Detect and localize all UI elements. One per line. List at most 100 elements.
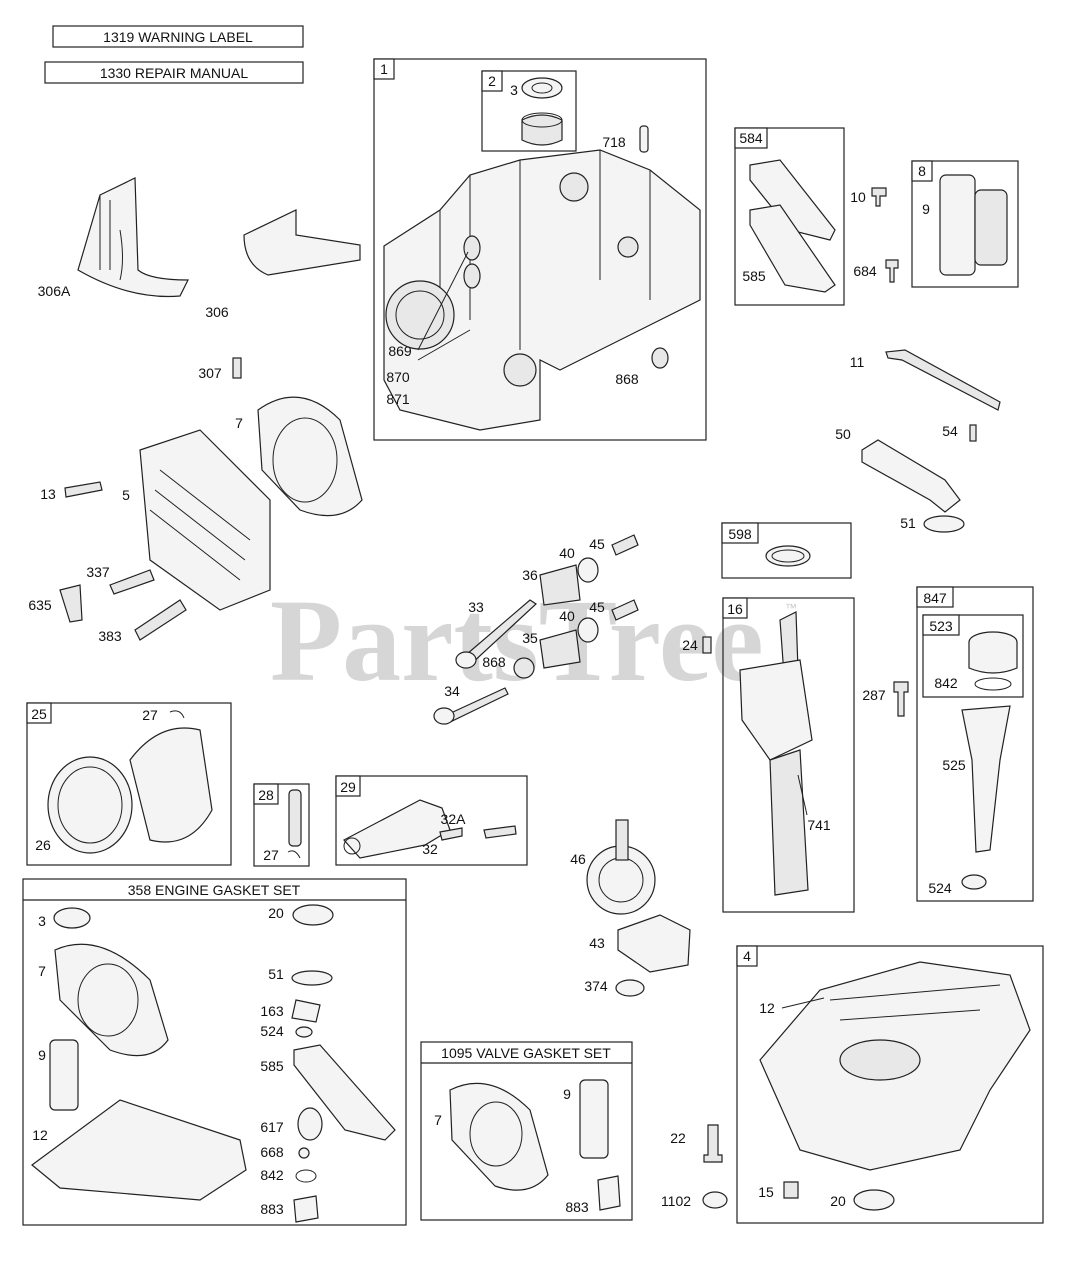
part-842-label: 842 — [934, 675, 958, 691]
part-883a-label: 883 — [260, 1201, 284, 1217]
part-684-label: 684 — [853, 263, 877, 279]
clip-383-part — [134, 599, 187, 641]
group-598-tag: 598 — [728, 526, 752, 542]
part-718-label: 718 — [602, 134, 626, 150]
key-24-part — [702, 636, 712, 654]
part-51b-label: 51 — [268, 966, 284, 982]
repair-manual-title: 1330 REPAIR MANUAL — [100, 65, 249, 81]
screw-32-part — [439, 827, 463, 841]
part-287-label: 287 — [862, 687, 886, 703]
group-523-tag: 523 — [929, 618, 953, 634]
group-28-tag: 28 — [258, 787, 274, 803]
part-585b-label: 585 — [260, 1058, 284, 1074]
valve-cover-part — [974, 189, 1008, 266]
warning-label-title: 1319 WARNING LABEL — [103, 29, 253, 45]
group-4-tag: 4 — [743, 948, 751, 964]
governor-part — [617, 914, 691, 973]
spring-36-part — [539, 564, 581, 606]
group-2-tag: 2 — [488, 73, 496, 89]
screw-54-part — [969, 424, 977, 442]
part-50-label: 50 — [835, 426, 851, 442]
group-28-pin: 28 27 — [253, 783, 310, 867]
seal-part — [521, 77, 563, 99]
part-45a-label: 45 — [589, 536, 605, 552]
group-584-tag: 584 — [739, 130, 763, 146]
group-16-tag: 16 — [727, 601, 743, 617]
group-29-tag: 29 — [340, 779, 356, 795]
part-741-label: 741 — [807, 817, 831, 833]
part-20b-label: 20 — [830, 1193, 846, 1209]
cylinder-head-part — [139, 429, 271, 611]
part-45b-label: 45 — [589, 599, 605, 615]
group-598: 598 — [721, 522, 852, 579]
part-585-label: 585 — [742, 268, 766, 284]
crankshaft-part — [739, 659, 813, 761]
cylinder-block-part — [383, 149, 701, 431]
washer-374-part — [615, 979, 645, 997]
part-7b-label: 7 — [38, 963, 46, 979]
group-8-cover: 8 9 — [911, 160, 1019, 288]
screw-307-part — [232, 357, 242, 379]
part-868b-label: 868 — [482, 654, 506, 670]
group-584-breather: 584 585 — [734, 127, 845, 306]
part-868-label: 868 — [615, 371, 639, 387]
tube-11-part — [885, 349, 1001, 411]
part-306-label: 306 — [205, 304, 229, 320]
valve-gasket-set: 1095 VALVE GASKET SET 7 9 883 — [420, 1041, 633, 1221]
part-9-label: 9 — [922, 201, 930, 217]
part-24-label: 24 — [682, 637, 698, 653]
heat-shields-and-head: 306A 306 307 7 13 5 337 635 383 — [28, 177, 363, 644]
part-33-label: 33 — [468, 599, 484, 615]
part-20a-label: 20 — [268, 905, 284, 921]
part-26-label: 26 — [35, 837, 51, 853]
part-306A-label: 306A — [38, 283, 71, 299]
group-1-tag: 1 — [380, 61, 388, 77]
watermark: PartsTree — [270, 575, 764, 706]
part-15-label: 15 — [758, 1184, 774, 1200]
part-27a-label: 27 — [142, 707, 158, 723]
part-374-label: 374 — [584, 978, 608, 994]
part-7c-label: 7 — [434, 1112, 442, 1128]
part-163-label: 163 — [260, 1003, 284, 1019]
head-gasket-part — [257, 396, 363, 517]
bushing-part — [521, 114, 563, 146]
part-10-label: 10 — [850, 189, 866, 205]
part-11-label: 11 — [850, 354, 865, 370]
part-635-label: 635 — [28, 597, 52, 613]
screw-32A-part — [483, 825, 517, 839]
part-525-label: 525 — [942, 757, 966, 773]
group-4-sump: 4 12 15 20 — [736, 945, 1044, 1224]
spark-plug-part — [109, 569, 155, 595]
part-3b-label: 3 — [38, 913, 46, 929]
part-40b-label: 40 — [559, 608, 575, 624]
bolt-684-part — [885, 259, 899, 283]
part-842b-label: 842 — [260, 1167, 284, 1183]
group-29-connecting-rod: 29 32A 32 — [335, 775, 528, 866]
oring-598-part — [765, 545, 811, 567]
part-870-label: 870 — [386, 369, 410, 385]
part-54-label: 54 — [942, 423, 958, 439]
fill-tube-525-part — [961, 705, 1011, 853]
group-847-oil-fill: 847 523 842 525 524 — [916, 586, 1034, 902]
part-51-label: 51 — [900, 515, 916, 531]
part-35-label: 35 — [522, 630, 538, 646]
part-307-label: 307 — [198, 365, 222, 381]
screw-287-part — [893, 681, 909, 717]
breather-gasket-part — [749, 159, 836, 241]
part-46-label: 46 — [570, 851, 586, 867]
part-13-label: 13 — [40, 486, 56, 502]
gasket-51-part — [923, 515, 965, 533]
piston-rings-part — [47, 756, 133, 854]
part-7-label: 7 — [235, 415, 243, 431]
valve-gasket-set-title: 1095 VALVE GASKET SET — [441, 1045, 611, 1061]
part-12a-label: 12 — [32, 1127, 48, 1143]
part-524b-label: 524 — [260, 1023, 284, 1039]
part-5-label: 5 — [122, 487, 130, 503]
spring-35-part — [539, 629, 581, 669]
part-34-label: 34 — [444, 683, 460, 699]
group-16-crankshaft: 16 741 — [722, 597, 855, 913]
screw-10-part — [871, 187, 887, 207]
part-22-label: 22 — [670, 1130, 686, 1146]
part-668-label: 668 — [260, 1144, 284, 1160]
